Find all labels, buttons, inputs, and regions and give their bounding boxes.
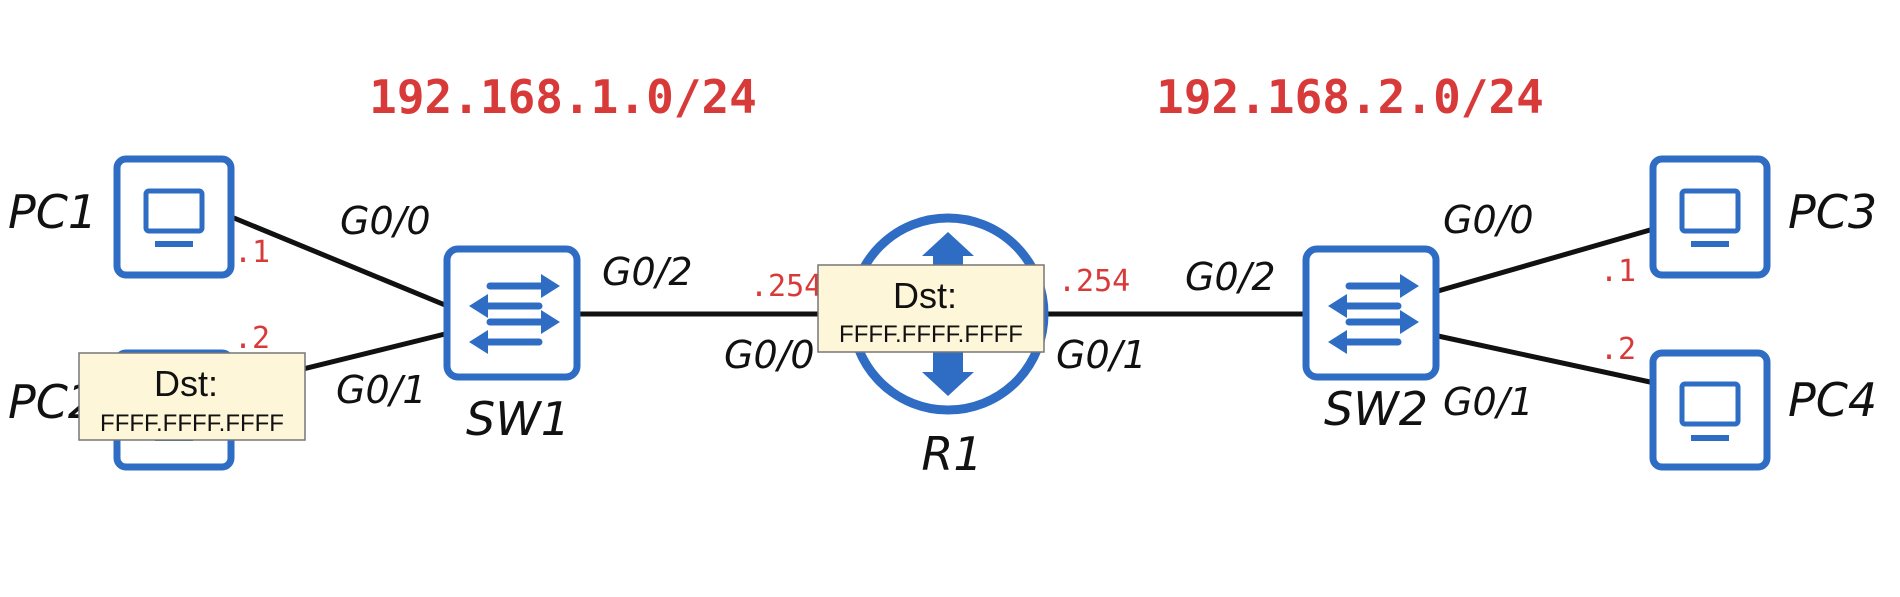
switch-arrows-icon (469, 274, 560, 354)
sw2-g01-label: G0/1 (1443, 380, 1534, 424)
monitor-icon (143, 188, 205, 247)
frame-tag-box (78, 352, 306, 441)
pc1-label: PC1 (8, 185, 97, 239)
pc4-device[interactable] (1649, 349, 1771, 471)
pc2-ip-label: .2 (234, 321, 270, 356)
pc3-frame (1649, 155, 1771, 279)
switch-arrows-icon (1328, 274, 1419, 354)
subnet-label-left: 192.168.1.0/24 (369, 70, 757, 124)
link-sw2-pc3 (1435, 227, 1653, 294)
pc3-ip-label: .1 (1600, 254, 1636, 289)
pc4-frame (1649, 349, 1771, 471)
r1-g00-label: G0/0 (724, 333, 815, 377)
sw2-g02-label: G0/2 (1185, 255, 1276, 299)
frame-tag-value: FFFF.FFFF.FFFF (100, 410, 284, 437)
frame-tag-r1: Dst: FFFF.FFFF.FFFF (817, 264, 1045, 353)
sw1-label: SW1 (466, 392, 570, 446)
pc1-device[interactable] (113, 155, 235, 279)
sw1-device[interactable] (443, 245, 581, 381)
pc4-ip-label: .2 (1600, 332, 1636, 367)
sw1-g01-label: G0/1 (336, 368, 427, 412)
sw2-g00-label: G0/0 (1443, 198, 1534, 242)
monitor-icon (1679, 381, 1741, 441)
frame-tag-title: Dst: (154, 363, 218, 404)
frame-tag-title: Dst: (893, 275, 957, 316)
frame-tag-pc2: Dst: FFFF.FFFF.FFFF (78, 352, 306, 441)
frame-tag-box (817, 264, 1045, 353)
pc1-ip-label: .1 (234, 235, 270, 270)
sw1-frame (443, 245, 581, 381)
pc3-device[interactable] (1649, 155, 1771, 279)
sw2-label: SW2 (1324, 382, 1428, 436)
r1-label: R1 (921, 427, 982, 481)
subnet-label-right: 192.168.2.0/24 (1156, 70, 1544, 124)
pc1-frame (113, 155, 235, 279)
r1-right-ip-label: .254 (1058, 264, 1130, 299)
r1-left-ip-label: .254 (750, 269, 822, 304)
monitor-icon (1679, 188, 1741, 247)
sw1-g00-label: G0/0 (340, 199, 431, 243)
r1-g01-label: G0/1 (1056, 333, 1147, 377)
pc3-label: PC3 (1788, 185, 1877, 239)
link-pc1-sw1 (231, 215, 448, 308)
sw2-device[interactable] (1302, 245, 1440, 381)
link-sw2-pc4 (1435, 333, 1653, 385)
sw1-g02-label: G0/2 (602, 250, 693, 294)
pc4-label: PC4 (1788, 373, 1877, 427)
frame-tag-value: FFFF.FFFF.FFFF (839, 321, 1023, 348)
sw2-frame (1302, 245, 1440, 381)
